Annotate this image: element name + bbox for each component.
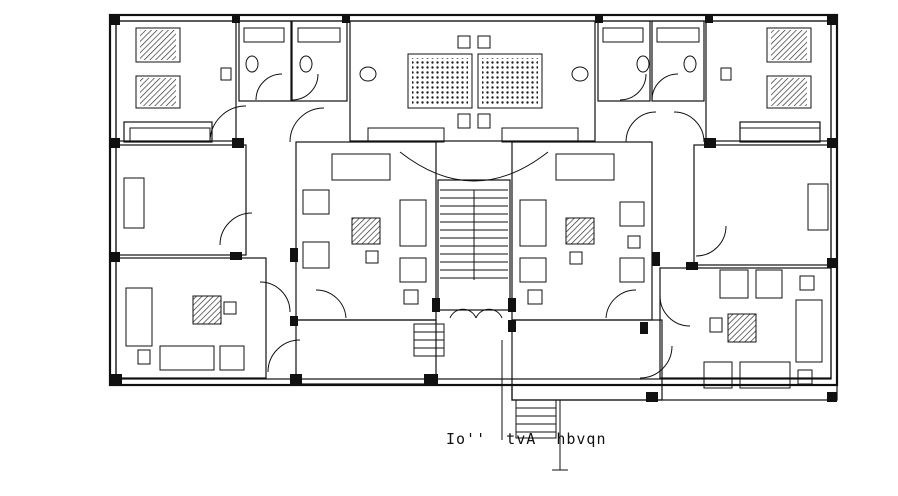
master-bed-right — [477, 53, 543, 109]
room-bath-right-2 — [651, 20, 705, 102]
room-bedroom-left-top — [115, 20, 237, 142]
outer-wall — [108, 13, 839, 387]
master-bed-left — [407, 53, 473, 109]
bed-left-2 — [135, 75, 181, 109]
bed-right-1 — [766, 27, 812, 63]
bed-right-2 — [766, 75, 812, 109]
room-kitchen-right — [693, 144, 832, 266]
room-master-center — [349, 20, 596, 142]
room-staircase — [437, 179, 511, 311]
room-bedroom-right-top — [705, 20, 832, 142]
room-bath-left-2 — [291, 20, 348, 102]
room-bath-right-1 — [597, 20, 651, 102]
room-kitchen-left — [115, 144, 247, 256]
room-living-left-outer — [115, 257, 267, 379]
bed-left-1 — [135, 27, 181, 63]
room-living-right-outer — [659, 267, 832, 379]
drawing-caption: Io'' tvA hbvqn — [446, 430, 607, 448]
room-bath-left-1 — [238, 20, 292, 102]
